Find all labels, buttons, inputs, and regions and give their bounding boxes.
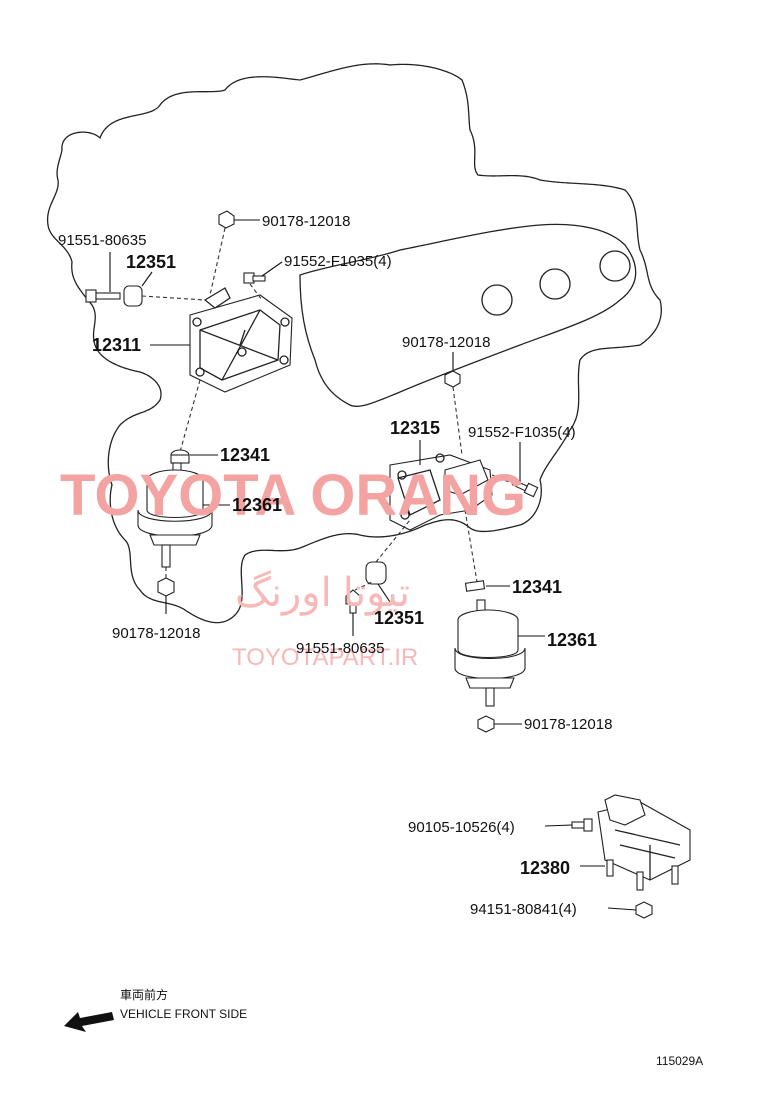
label-90178-left-bottom: 90178-12018 (112, 625, 200, 642)
cylinder-port-2 (539, 268, 571, 300)
label-12315: 12315 (390, 418, 440, 438)
left-bottom-nut-90178 (157, 577, 175, 597)
left-bolt-91552 (243, 272, 266, 284)
right-bolt-91552 (511, 479, 539, 498)
right-bracket-12315 (389, 453, 493, 531)
left-bolt-91551 (85, 289, 121, 303)
direction-en: VEHICLE FRONT SIDE (120, 1007, 247, 1021)
left-stopper-12341 (170, 449, 190, 464)
label-12341-right: 12341 (512, 577, 562, 597)
label-12361-left: 12361 (232, 495, 282, 515)
label-91551-left: 91551-80635 (58, 232, 146, 249)
engine-outline (47, 63, 662, 624)
label-12311: 12311 (92, 335, 141, 355)
label-12361-right: 12361 (547, 630, 597, 650)
left-bracket-12311 (189, 287, 293, 393)
label-12351-right: 12351 (374, 608, 424, 628)
label-91552-right: 91552-F1035(4) (468, 424, 576, 441)
label-12351-left: 12351 (126, 252, 176, 272)
right-mount-12361 (454, 599, 526, 707)
left-bushing-12351 (123, 285, 143, 307)
label-91551-right: 91551-80635 (296, 640, 384, 657)
label-90178-top: 90178-12018 (262, 213, 350, 230)
arrow-left-icon (64, 1012, 114, 1032)
right-top-nut-90178 (444, 370, 461, 388)
figure-code: 115029A (656, 1054, 703, 1068)
watermark-site: TOYOTAPART.IR (232, 644, 418, 671)
leader-lines (109, 219, 637, 911)
direction-jp: 車両前方 (120, 987, 168, 1002)
label-90105: 90105-10526(4) (408, 819, 515, 836)
cylinder-port-1 (481, 284, 513, 316)
cylinder-head-outline (299, 223, 637, 407)
label-94151: 94151-80841(4) (470, 901, 577, 918)
rear-nut-94151 (635, 901, 653, 919)
cylinder-port-3 (599, 250, 631, 282)
label-90178-right-bottom: 90178-12018 (524, 716, 612, 733)
watermark-brand: TOYOTA ORANG (60, 463, 526, 528)
label-12341-left: 12341 (220, 445, 270, 465)
right-bottom-nut-90178 (477, 715, 495, 733)
left-mount-12361 (137, 462, 213, 568)
watermark-arabic: تیوتا اورنگ (235, 570, 410, 616)
rear-mount-12380 (597, 794, 691, 891)
label-12380: 12380 (520, 858, 570, 878)
label-91552-left: 91552-F1035(4) (284, 253, 392, 270)
right-stopper-12341 (464, 580, 486, 592)
top-nut-90178 (218, 210, 235, 229)
label-90178-right-top: 90178-12018 (402, 334, 490, 351)
rear-bolt-90105 (571, 818, 593, 832)
